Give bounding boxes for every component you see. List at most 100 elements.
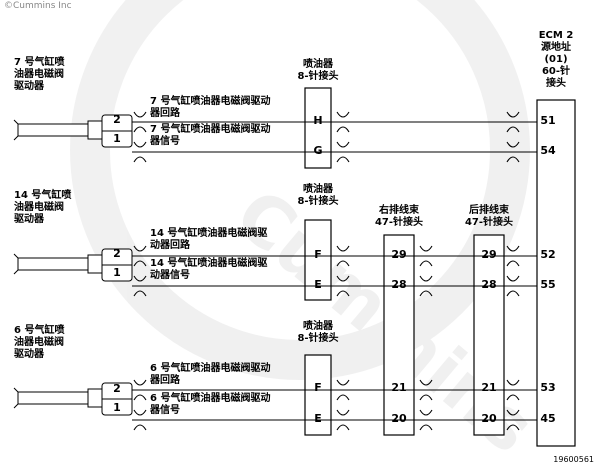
label-line: 器信号 <box>150 405 180 416</box>
rear-harness-pin: 21 <box>481 381 497 394</box>
coil-pin: 1 <box>113 266 121 279</box>
injector-pin: F <box>314 248 322 261</box>
wires <box>132 111 537 431</box>
wire-shield-symbol <box>506 111 520 133</box>
wire-shield-symbol <box>133 379 147 401</box>
label-line: 油器电磁阀 <box>14 202 64 213</box>
right-harness-pin: 21 <box>391 381 407 394</box>
injector-pin: G <box>313 144 323 157</box>
coil-pin: 2 <box>113 113 121 126</box>
actuator-tip <box>13 135 19 141</box>
label-line: 7 号气缸喷 <box>14 57 65 68</box>
label-line: 14 号气缸喷 <box>14 190 72 201</box>
label-line: 6 号气缸喷油器电磁阀驱动 <box>150 363 271 374</box>
wire-label-cyl14-return: 14 号气缸喷油器电磁阀驱 动器回路 <box>150 228 267 252</box>
copyright: ©Cummins Inc <box>4 1 72 11</box>
rear-harness-pin: 29 <box>481 248 497 261</box>
label-line: 喷油器 <box>303 321 333 332</box>
wire-shield-symbol <box>419 409 433 431</box>
wire-shield-symbol <box>133 111 147 133</box>
right-harness-pin: 28 <box>391 278 407 291</box>
ecm-title-line: (01) <box>544 54 568 65</box>
injector-connector-box-2 <box>304 219 332 301</box>
actuator-label-2: 14 号气缸喷 油器电磁阀 驱动器 <box>14 190 71 226</box>
actuator-tip <box>13 403 19 409</box>
wire-shield-symbol <box>133 409 147 431</box>
wire-shield-symbol <box>506 379 520 401</box>
actuator-symbols <box>13 114 133 416</box>
injector-connector-box-1 <box>304 87 332 169</box>
injector-connector-label-2: 喷油器 8-针接头 <box>288 184 348 208</box>
label-line: 动器信号 <box>150 270 190 281</box>
actuator-flange <box>87 254 103 274</box>
actuator-body <box>17 257 89 271</box>
label-line: 8-针接头 <box>297 196 339 207</box>
injector-connector-box-3 <box>304 354 332 436</box>
ecm-pin: 51 <box>540 114 556 127</box>
wire-shield-symbol <box>506 141 520 163</box>
wire-label-cyl7-return: 7 号气缸喷油器电磁阀驱动 器回路 <box>150 96 270 120</box>
injector-pin: F <box>314 381 322 394</box>
label-line: 喷油器 <box>303 59 333 70</box>
wire-label-cyl6-signal: 6 号气缸喷油器电磁阀驱动 器信号 <box>150 393 270 417</box>
wire-shield-symbol <box>506 275 520 297</box>
ecm-pin: 45 <box>540 412 556 425</box>
wire-shield-symbol <box>336 141 350 163</box>
right-harness-connector-box <box>383 234 415 436</box>
label-line: 驱动器 <box>14 349 44 360</box>
coil-pin: 2 <box>113 382 121 395</box>
label-line: 喷油器 <box>303 184 333 195</box>
ecm-title-line: 源地址 <box>541 42 571 53</box>
rear-harness-pin: 20 <box>481 412 497 425</box>
wire-shield-symbol <box>133 275 147 297</box>
wire-label-cyl7-signal: 7 号气缸喷油器电磁阀驱动 器信号 <box>150 124 270 148</box>
wire-shield-symbol <box>336 409 350 431</box>
actuator-flange <box>87 388 103 408</box>
label-line: 6 号气缸喷油器电磁阀驱动 <box>150 393 271 404</box>
label-line: 油器电磁阀 <box>14 337 64 348</box>
injector-pin: E <box>314 412 322 425</box>
wire-shield-symbol <box>336 111 350 133</box>
wire-shield-symbol <box>336 275 350 297</box>
ecm-title: ECM 2 源地址 (01) 60-针 接头 <box>527 30 585 90</box>
right-harness-pin: 20 <box>391 412 407 425</box>
actuator-label-1: 7 号气缸喷 油器电磁阀 驱动器 <box>14 57 64 93</box>
actuator-label-3: 6 号气缸喷 油器电磁阀 驱动器 <box>14 325 64 361</box>
injector-connector-label-1: 喷油器 8-针接头 <box>288 59 348 83</box>
actuator-flange <box>87 120 103 140</box>
wire-label-cyl14-signal: 14 号气缸喷油器电磁阀驱 动器信号 <box>150 258 267 282</box>
label-line: 器回路 <box>150 375 180 386</box>
label-line: 7 号气缸喷油器电磁阀驱动 <box>150 124 271 135</box>
label-line: 驱动器 <box>14 81 44 92</box>
injector-pin: H <box>313 114 323 127</box>
label-line: 8-针接头 <box>297 71 339 82</box>
actuator-tip <box>13 269 19 275</box>
ecm-pin: 53 <box>540 381 556 394</box>
actuator-tip <box>13 119 19 125</box>
coil-pin: 2 <box>113 247 121 260</box>
label-line: 驱动器 <box>14 214 44 225</box>
label-line: 器信号 <box>150 136 180 147</box>
ecm-title-line: 接头 <box>546 78 566 89</box>
label-line: 8-针接头 <box>297 333 339 344</box>
label-line: 47-针接头 <box>464 217 514 228</box>
actuator-body <box>17 123 89 137</box>
rear-harness-connector-box <box>473 234 505 436</box>
label-line: 油器电磁阀 <box>14 69 64 80</box>
coil-pin: 1 <box>113 132 121 145</box>
label-line: 6 号气缸喷 <box>14 325 65 336</box>
ecm-pin: 52 <box>540 248 556 261</box>
label-line: 14 号气缸喷油器电磁阀驱 <box>150 258 268 269</box>
ecm-title-line: 60-针 <box>541 66 571 77</box>
wire-shield-symbol <box>419 379 433 401</box>
actuator-tip <box>13 253 19 259</box>
ecm-pin: 55 <box>540 278 556 291</box>
label-line: 动器回路 <box>150 240 190 251</box>
wire-shield-symbol <box>133 141 147 163</box>
label-line: 47-针接头 <box>374 217 424 228</box>
wire-shield-symbol <box>419 275 433 297</box>
injector-pin: E <box>314 278 322 291</box>
rear-harness-pin: 28 <box>481 278 497 291</box>
label-line: 器回路 <box>150 108 180 119</box>
